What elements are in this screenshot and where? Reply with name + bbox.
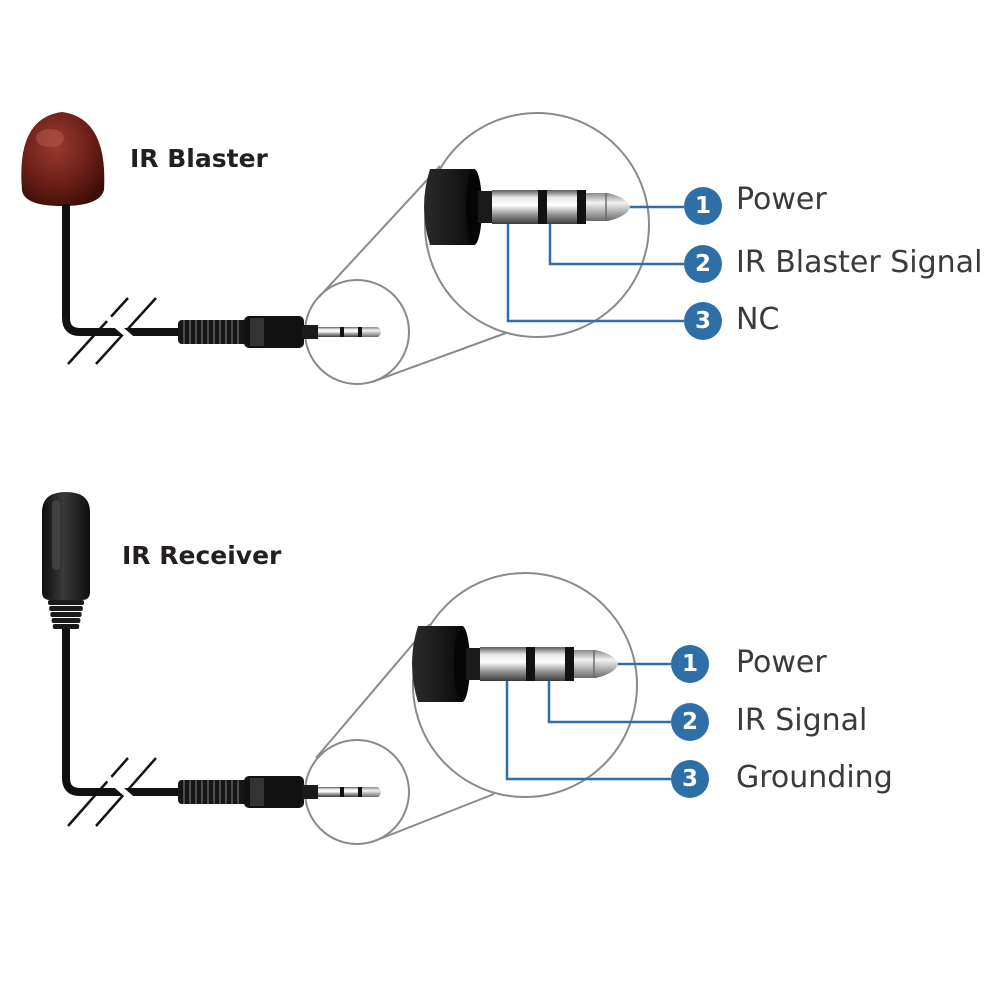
blaster-zoom-plug	[424, 169, 630, 245]
blaster-zoom-insulator-2	[577, 190, 586, 224]
blaster-plug-body-band	[250, 318, 264, 346]
blaster-zoom-ring	[547, 190, 577, 224]
receiver-neck-rib	[51, 618, 81, 623]
blaster-pin-1-label: Power	[736, 182, 827, 217]
receiver-cable	[62, 628, 180, 796]
receiver-plug	[150, 776, 381, 808]
blaster-cable-gap	[106, 315, 142, 349]
blaster-pin-3-badge: 3	[684, 302, 722, 340]
blaster-cable	[62, 204, 180, 336]
blaster-zoom-tip	[586, 193, 630, 221]
receiver-ring-insulator-2	[358, 787, 362, 797]
ir-blaster-illustration	[21, 112, 684, 385]
blaster-zoom-insulator-1	[538, 190, 547, 224]
receiver-tip	[362, 787, 381, 797]
blaster-zoom-line-top	[318, 165, 441, 298]
blaster-pin-3-label: NC	[736, 302, 780, 337]
receiver-zoom-plug	[412, 626, 618, 702]
blaster-pin-1-badge: 1	[684, 187, 722, 225]
ir-receiver-title: IR Receiver	[122, 541, 282, 570]
receiver-neck-rib	[50, 612, 82, 617]
receiver-neck-rib	[52, 624, 80, 629]
blaster-sleeve	[318, 327, 340, 337]
receiver-cable-break-1	[67, 757, 129, 827]
blaster-head	[21, 112, 105, 206]
receiver-leader-3	[505, 679, 671, 781]
receiver-head	[42, 492, 90, 600]
blaster-zoom-cap	[424, 169, 478, 245]
receiver-sleeve	[318, 787, 340, 797]
blaster-ring	[344, 327, 358, 337]
blaster-ring-insulator-1	[340, 327, 344, 337]
receiver-pin-1-label: Power	[736, 645, 827, 680]
blaster-leader-2	[548, 222, 684, 266]
receiver-plug-collar	[302, 785, 318, 799]
receiver-cable-gap	[106, 775, 142, 809]
receiver-pin-2-label: IR Signal	[736, 703, 868, 738]
blaster-leader-3	[506, 222, 684, 323]
blaster-plug-collar	[302, 325, 318, 339]
blaster-plug	[150, 316, 381, 348]
receiver-pin-3-label: Grounding	[736, 760, 893, 795]
receiver-zoom-line-top	[315, 623, 431, 759]
receiver-zoom-sleeve	[480, 647, 526, 681]
blaster-pin-2-label: IR Blaster Signal	[736, 245, 983, 280]
blaster-zoom-collar	[478, 191, 494, 223]
receiver-zoom-cap-face	[454, 626, 470, 702]
receiver-ring-insulator-1	[340, 787, 344, 797]
receiver-neck-rib	[49, 606, 83, 611]
receiver-zoom-cap	[412, 626, 466, 702]
receiver-zoom-collar	[466, 648, 482, 680]
receiver-leader-2	[547, 679, 671, 724]
receiver-pin-3-badge: 3	[671, 760, 709, 798]
blaster-zoom-circle	[424, 112, 650, 338]
blaster-tip	[362, 327, 381, 337]
receiver-zoom-line-bottom	[371, 793, 495, 843]
ir-blaster-title: IR Blaster	[130, 144, 268, 173]
receiver-zoom-ring	[535, 647, 565, 681]
receiver-head-highlight	[52, 500, 60, 570]
blaster-head-highlight	[36, 129, 64, 147]
blaster-cable-break-1	[67, 297, 129, 365]
receiver-neck-rib	[48, 600, 84, 605]
receiver-zoom-insulator-1	[526, 647, 535, 681]
receiver-ring	[344, 787, 358, 797]
blaster-zoom-cap-face	[466, 169, 482, 245]
blaster-zoom-line-bottom	[371, 332, 507, 383]
blaster-zoom-sleeve	[492, 190, 538, 224]
blaster-ring-insulator-2	[358, 327, 362, 337]
receiver-plug-body-band	[250, 778, 264, 806]
receiver-pin-1-badge: 1	[671, 645, 709, 683]
receiver-pin-2-badge: 2	[671, 703, 709, 741]
ir-receiver-illustration	[42, 492, 671, 845]
receiver-zoom-insulator-2	[565, 647, 574, 681]
receiver-zoom-circle	[412, 572, 638, 798]
blaster-pin-2-badge: 2	[684, 245, 722, 283]
receiver-zoom-tip	[574, 650, 618, 678]
